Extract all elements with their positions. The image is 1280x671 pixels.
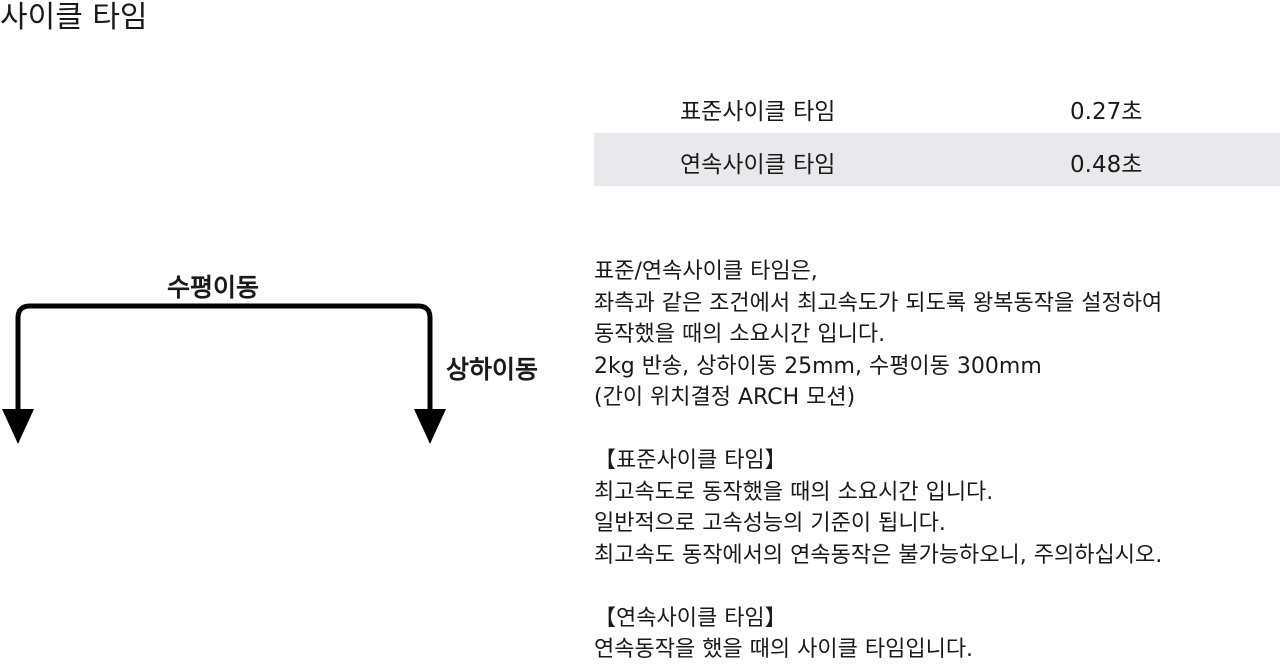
cycle-time-table: 표준사이클 타임 0.27초 연속사이클 타임 0.48초 [594,80,1280,186]
standard-line: 최고속도로 동작했을 때의 소요시간 입니다. [594,479,994,505]
left-arrow-head [2,409,34,444]
standard-line: 일반적으로 고속성능의 기준이 됩니다. [594,511,946,536]
spacer [594,571,1276,603]
intro-line: (간이 위치결정 ARCH 모션) [594,385,856,410]
table-row-standard: 표준사이클 타임 0.27초 [594,80,1280,133]
intro-line: 동작했을 때의 소요시간 입니다. [594,322,886,347]
standard-heading: 【표준사이클 타임】 [594,448,787,473]
motion-path-graphic [2,303,446,444]
page-title: 사이클 타임 [0,0,148,35]
standard-cycle-label: 표준사이클 타임 [680,99,836,125]
intro-line: 좌측과 같은 조건에서 최고속도가 되도록 왕복동작을 설정하여 [594,290,1163,316]
motion-diagram: 수평이동 상하이동 [0,255,570,465]
intro-line: 표준/연속사이클 타임은, [594,259,818,284]
spacer [594,414,1276,446]
table-row-continuous: 연속사이클 타임 0.48초 [594,133,1280,186]
continuous-heading: 【연속사이클 타임】 [594,605,787,631]
continuous-line: 연속동작을 했을 때의 사이클 타임입니다. [594,637,974,662]
standard-cycle-value: 0.27초 [1070,99,1143,125]
right-arrow-head [414,409,446,444]
continuous-cycle-value: 0.48초 [1070,152,1143,178]
intro-line: 2kg 반송, 상하이동 25mm, 수평이동 300mm [594,353,1042,379]
description-text: 표준/연속사이클 타임은, 좌측과 같은 조건에서 최고속도가 되도록 왕복동작… [594,256,1276,666]
standard-line: 최고속도 동작에서의 연속동작은 불가능하오니, 주의하십시오. [594,542,1163,568]
continuous-cycle-label: 연속사이클 타임 [680,152,836,178]
horizontal-move-label: 수평이동 [167,273,260,302]
vertical-move-label: 상하이동 [446,355,539,384]
motion-path-line [15,303,433,413]
